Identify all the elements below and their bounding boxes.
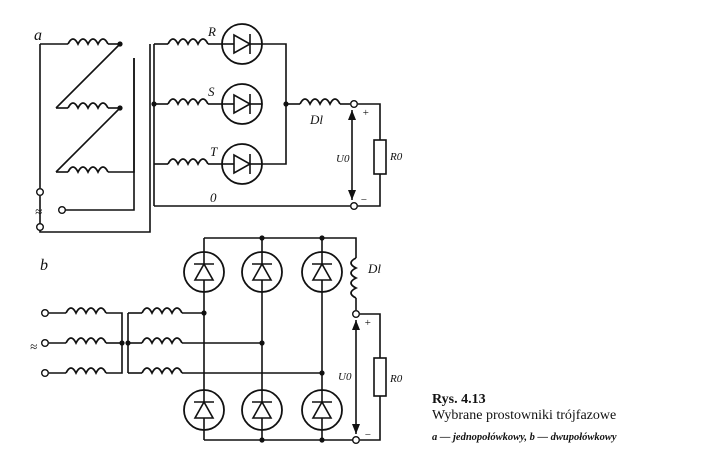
choke-label-a: Dl	[309, 112, 323, 127]
input-terminal	[58, 205, 67, 214]
arrow-head	[348, 190, 356, 200]
primary-winding-frame	[39, 43, 151, 233]
secondary-coil-b3	[141, 367, 183, 376]
part-a-label: a	[34, 27, 42, 44]
primary-coil-b3	[65, 367, 107, 376]
diode-s	[221, 83, 263, 125]
junction-dot	[117, 41, 123, 47]
input-terminal	[36, 222, 45, 231]
junction-dot	[151, 101, 157, 107]
minus-sign-a: −	[360, 194, 367, 206]
bridge-diode-lower-1	[183, 389, 225, 431]
output-terminal-minus	[350, 201, 359, 210]
arrow-head	[352, 424, 360, 434]
minus-sign-b: −	[364, 429, 371, 441]
neutral-label: 0	[210, 190, 217, 205]
load-resistor-b	[373, 357, 387, 397]
input-terminal	[41, 309, 50, 318]
choke-b	[350, 257, 359, 299]
load-resistor-a	[373, 139, 387, 175]
input-terminal	[41, 369, 50, 378]
phase-label-s: S	[208, 84, 215, 99]
junction-dot	[119, 340, 125, 346]
secondary-coil-r	[167, 38, 209, 47]
diode-t	[221, 143, 263, 185]
bridge-diode-lower-3	[301, 389, 343, 431]
secondary-coil-b1	[141, 307, 183, 316]
figure-caption: Rys. 4.13 Wybrane prostowniki trójfazowe…	[432, 392, 617, 443]
caption-title: Rys. 4.13	[432, 392, 486, 407]
junction-dot	[125, 340, 131, 346]
output-voltage-label-b: U0	[338, 371, 352, 383]
output-voltage-label-a: U0	[336, 153, 350, 165]
junction-dot	[117, 105, 123, 111]
arrow-head	[348, 110, 356, 120]
caption-description: Wybrane prostowniki trójfazowe	[432, 408, 616, 423]
primary-coil-2	[67, 102, 109, 111]
secondary-coil-t	[167, 158, 209, 167]
primary-coil-b2	[65, 337, 107, 346]
diode-r	[221, 23, 263, 65]
bridge-diode-upper-1	[183, 251, 225, 293]
secondary-coil-b2	[141, 337, 183, 346]
phase-label-t: T	[210, 144, 218, 159]
bridge-diode-lower-2	[241, 389, 283, 431]
caption-legend: a — jednopołówkowy, b — dwupołówkowy	[432, 432, 617, 443]
primary-coil-1	[67, 38, 109, 47]
full-wave-bridge-rectifier: b ≈	[30, 235, 403, 445]
secondary-coil-s	[167, 98, 209, 107]
load-label-a: R0	[389, 151, 403, 163]
plus-sign-a: +	[362, 107, 369, 119]
half-wave-rectifier: ≈	[34, 23, 403, 233]
plus-sign-b: +	[364, 317, 371, 329]
choke-label-b: Dl	[367, 261, 381, 276]
load-label-b: R0	[389, 373, 403, 385]
arrow-head	[352, 320, 360, 330]
choke-a	[299, 98, 341, 107]
output-terminal-minus	[352, 436, 361, 445]
output-terminal-plus	[352, 310, 361, 319]
bridge-diode-upper-3	[301, 251, 343, 293]
input-terminal	[41, 339, 50, 348]
part-b-label: b	[40, 257, 48, 274]
output-terminal-plus	[350, 99, 359, 108]
ac-symbol: ≈	[30, 339, 37, 354]
input-terminal	[36, 187, 45, 196]
ac-symbol: ≈	[35, 204, 42, 219]
bridge-diode-upper-2	[241, 251, 283, 293]
phase-label-r: R	[207, 24, 216, 39]
primary-coil-b1	[65, 307, 107, 316]
primary-coil-3	[67, 166, 109, 175]
